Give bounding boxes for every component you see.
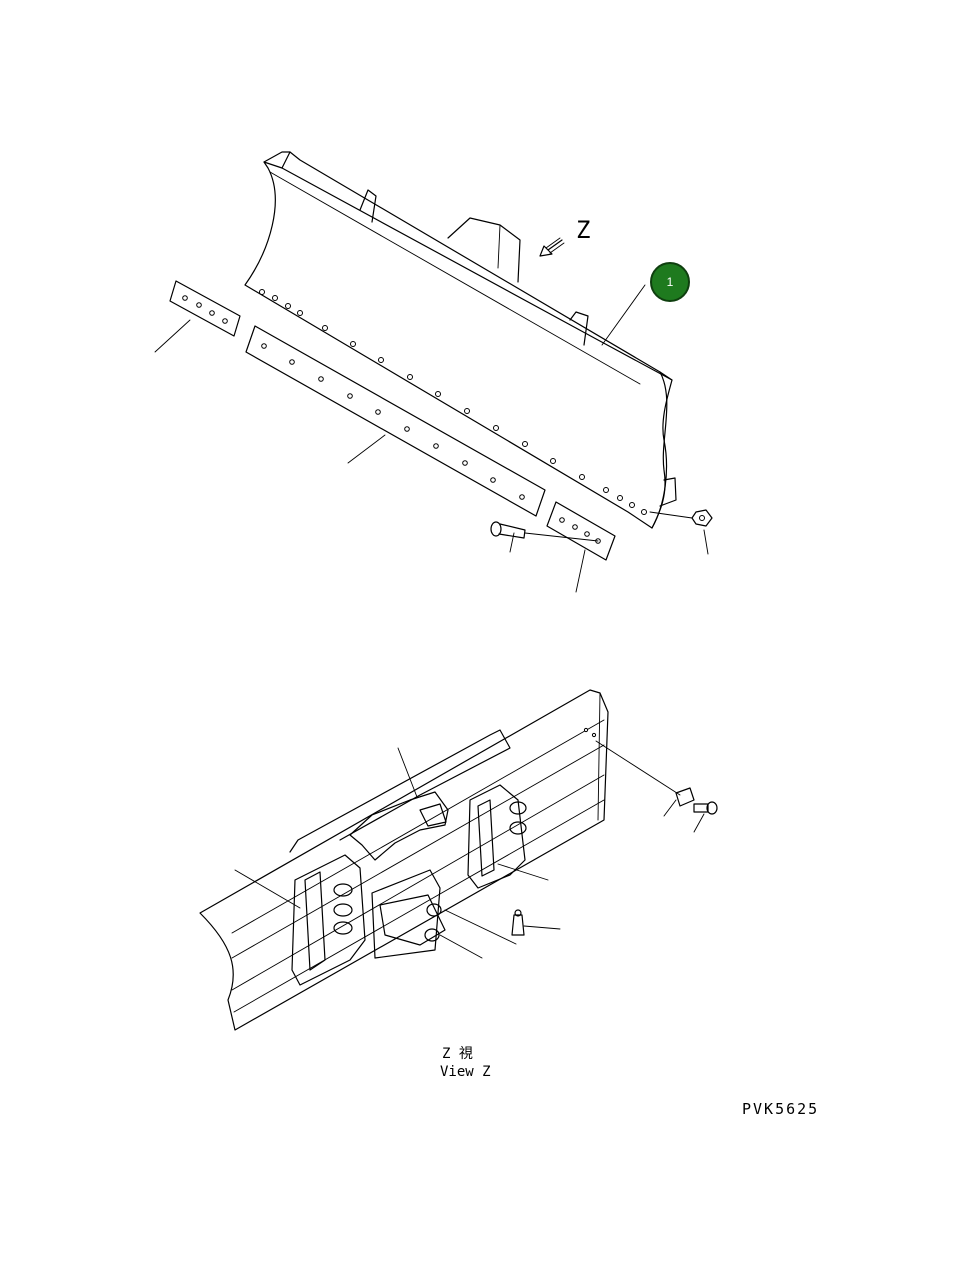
drawing-code: PVK5625 <box>742 1100 819 1118</box>
view-direction-label: Z <box>576 216 590 244</box>
callout-badge: 1 <box>650 262 690 302</box>
view-caption-line1: Z 視 <box>442 1046 473 1062</box>
blade-rear-view <box>199 689 718 1031</box>
right-trunnion <box>467 784 549 889</box>
center-bracket <box>349 791 449 861</box>
top-mount-center <box>447 217 521 283</box>
blade-face <box>244 161 673 529</box>
bolt <box>490 521 599 553</box>
grease-fitting <box>511 909 561 936</box>
end-bit-left <box>154 280 241 353</box>
top-mount-left <box>359 189 377 223</box>
view-direction-arrow <box>539 237 565 257</box>
view-caption-line2: View Z <box>440 1064 491 1080</box>
blade-bolt-holes <box>259 289 647 515</box>
center-hinge <box>371 869 517 959</box>
blade-assembly <box>244 151 677 529</box>
end-bit-right <box>546 501 616 593</box>
cutting-edge <box>245 325 546 517</box>
cover-plate <box>583 727 718 833</box>
left-trunnion <box>234 854 366 986</box>
callout-number: 1 <box>667 275 674 289</box>
nut <box>649 509 713 555</box>
top-mount-right <box>569 311 589 346</box>
